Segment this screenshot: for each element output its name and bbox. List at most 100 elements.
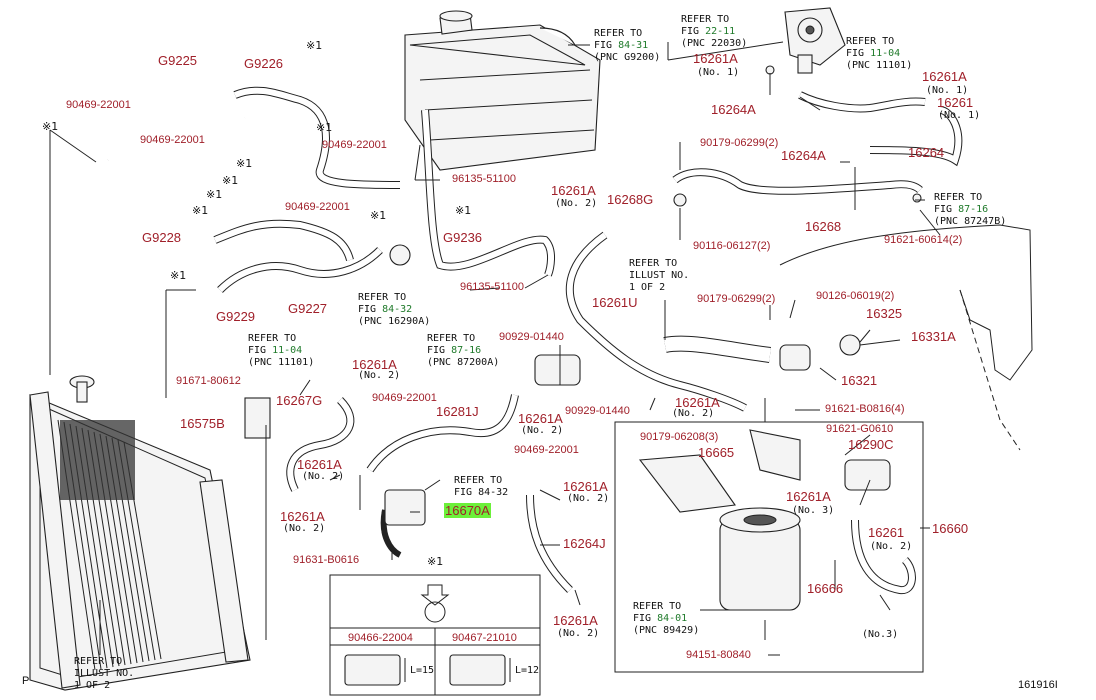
- part-label: 16666: [807, 581, 844, 596]
- detail-box: [614, 421, 924, 673]
- note-line: REFER TO: [629, 258, 678, 269]
- part-label: 16261A: [922, 69, 967, 84]
- refer-note: REFER TO FIG 84-01 (PNC 89429): [633, 601, 699, 637]
- part-label: 90179-06299(2): [700, 137, 779, 149]
- part-label: 16261A: [352, 357, 397, 372]
- note-mark: ※1: [316, 121, 333, 134]
- part-label: 96135-51100: [452, 173, 517, 185]
- refer-line: REFER TO: [633, 601, 682, 612]
- refer-fig-link[interactable]: 11-04: [870, 48, 901, 59]
- refer-fig-link[interactable]: 84-31: [618, 40, 649, 51]
- refer-note: REFER TO FIG 22-11 (PNC 22030): [681, 14, 747, 50]
- sub-label: (No. 2): [358, 370, 401, 381]
- note-mark: ※1: [455, 204, 472, 217]
- small-parts: [244, 65, 922, 611]
- engine-outline: [779, 224, 1033, 451]
- refer-fig-link[interactable]: 84-32: [382, 304, 413, 315]
- part-label: 91621-60614(2): [884, 234, 963, 246]
- refer-note: REFER TO FIG 11-04 (PNC 11101): [248, 333, 314, 369]
- part-label: 16264A: [781, 148, 826, 163]
- part-label: 16261: [937, 95, 974, 110]
- refer-pnc: (PNC G9200): [594, 52, 661, 63]
- refer-note: REFER TO FIG 84-32 (PNC 16290A): [358, 292, 430, 328]
- leader-lines: [49, 41, 941, 656]
- illustration-id: 161916I: [1018, 679, 1058, 691]
- valve-assembly-top: [784, 7, 846, 74]
- part-label: 16261A: [786, 489, 831, 504]
- part-label: 90467-21010: [452, 632, 517, 644]
- part-label: 16575B: [180, 416, 225, 431]
- part-label: 90469-22001: [372, 392, 437, 404]
- part-label: 90469-22001: [322, 139, 387, 151]
- refer-fig-prefix: FIG: [846, 48, 871, 59]
- sub-label: (No. 2): [672, 408, 715, 419]
- refer-pnc: (PNC 11101): [248, 357, 315, 368]
- refer-line: REFER TO: [358, 292, 407, 303]
- refer-note: REFER TO FIG 11-04 (PNC 11101): [846, 36, 912, 72]
- note-mark: ※1: [222, 174, 239, 187]
- sub-label: (No. 2): [567, 493, 610, 504]
- part-label: 16261A: [551, 183, 596, 198]
- part-label: 94151-80840: [686, 649, 751, 661]
- part-label: 91621-G0610: [826, 423, 894, 435]
- note-line: FIG 84-32: [454, 487, 509, 498]
- part-label: 16264J: [563, 536, 606, 551]
- note-mark: ※1: [170, 269, 187, 282]
- part-label: G9226: [244, 56, 284, 71]
- refer-fig-prefix: FIG: [934, 204, 959, 215]
- refer-fig-link[interactable]: 87-16: [958, 204, 989, 215]
- part-label: G9227: [288, 301, 328, 316]
- refer-fig-link[interactable]: 22-11: [705, 26, 736, 37]
- part-label: 96135-51100: [460, 281, 525, 293]
- part-label: 16261A: [553, 613, 598, 628]
- reservoir-tank: [404, 10, 601, 171]
- part-label: 16268G: [607, 192, 654, 207]
- dimension-label: L=12: [515, 665, 540, 676]
- note-line: ILLUST NO.: [74, 668, 135, 679]
- refer-fig-link[interactable]: 11-04: [272, 345, 303, 356]
- illust-note: REFER TO ILLUST NO. 1 OF 2: [629, 258, 689, 294]
- refer-line: REFER TO: [934, 192, 983, 203]
- note-mark: ※1: [42, 120, 59, 133]
- refer-fig-prefix: FIG: [358, 304, 383, 315]
- part-label: 16261A: [563, 479, 608, 494]
- part-label: 16670A: [444, 503, 491, 518]
- part-label: 16264: [908, 145, 945, 160]
- refer-note: REFER TO FIG 87-16 (PNC 87200A): [427, 333, 499, 369]
- refer-pnc: (PNC 87247B): [934, 216, 1007, 227]
- illust-note: REFER TO FIG 84-32: [454, 475, 508, 499]
- part-label: 16660: [932, 521, 969, 536]
- page-marker: P: [22, 675, 30, 687]
- part-label: 16261A: [297, 457, 342, 472]
- note-line: ILLUST NO.: [629, 270, 690, 281]
- sub-label: (No. 2): [557, 628, 600, 639]
- part-label: 16665: [698, 445, 735, 460]
- sub-label: (No. 3): [792, 505, 835, 516]
- refer-line: REFER TO: [594, 28, 643, 39]
- note-mark: ※1: [236, 157, 253, 170]
- sub-label: (No. 2): [521, 425, 564, 436]
- part-label: 90466-22004: [348, 632, 413, 644]
- refer-line: REFER TO: [681, 14, 730, 25]
- note-line: 1 OF 2: [629, 282, 666, 293]
- highlighted-part-number: 16670A: [444, 503, 491, 518]
- refer-fig-link[interactable]: 84-01: [657, 613, 688, 624]
- part-label: 16321: [841, 373, 878, 388]
- refer-fig-prefix: FIG: [594, 40, 619, 51]
- sub-label: (No. 2): [555, 198, 598, 209]
- part-label: 90929-01440: [499, 331, 564, 343]
- part-label: 16290C: [848, 437, 894, 452]
- sub-label: (No. 1): [938, 110, 981, 121]
- part-label: G9228: [142, 230, 182, 245]
- note-mark: ※1: [206, 188, 223, 201]
- part-label: 16261A: [675, 395, 720, 410]
- part-label: 16331A: [911, 329, 956, 344]
- part-label: 91631-B0616: [293, 554, 360, 566]
- part-label: 16268: [805, 219, 842, 234]
- note-mark: ※1: [370, 209, 387, 222]
- sub-label: (No.3): [862, 629, 899, 640]
- part-label: 90179-06208(3): [640, 431, 719, 443]
- refer-fig-link[interactable]: 87-16: [451, 345, 482, 356]
